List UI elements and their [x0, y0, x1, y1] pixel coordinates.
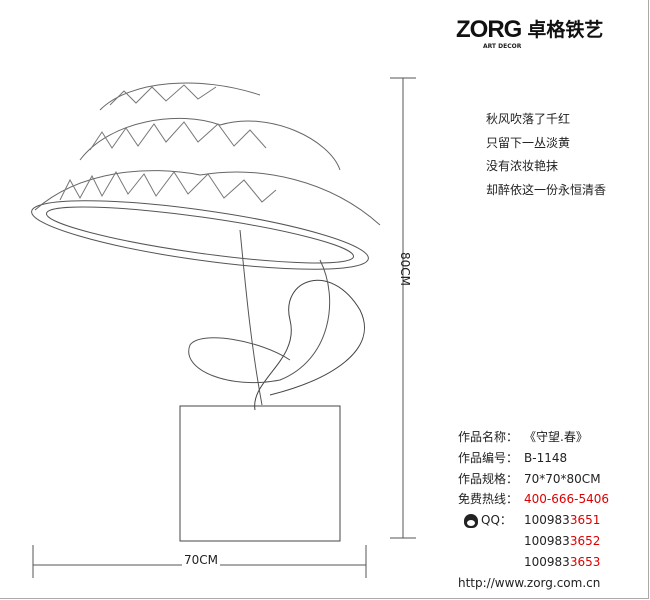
label: QQ：: [481, 513, 512, 528]
qq-row: 1009833653: [458, 552, 609, 573]
qq-penguin-icon: [464, 513, 478, 528]
width-dimension-label: 70CM: [182, 553, 221, 567]
qq-suffix: 3652: [569, 533, 601, 548]
qq-prefix: 100983: [524, 533, 570, 548]
product-code: B-1148: [524, 450, 568, 465]
qq-prefix: 100983: [524, 554, 570, 569]
qq-number[interactable]: 1009833651: [524, 510, 600, 531]
website-link[interactable]: http://www.zorg.com.cn: [458, 575, 601, 590]
logo-mark: ZORG ART DECOR: [456, 16, 522, 51]
qq-number[interactable]: 1009833653: [524, 552, 600, 573]
logo-chinese-name: 卓格铁艺: [527, 19, 604, 41]
label: 免费热线：: [458, 492, 519, 507]
poem-line: 却醉依这一份永恒清香: [486, 182, 607, 197]
poem-line: 只留下一丛淡黄: [486, 135, 571, 150]
logo-tagline: ART DECOR: [482, 43, 522, 50]
qq-row: 1009833652: [458, 531, 609, 552]
poem: 秋风吹落了千红 只留下一丛淡黄 没有浓妆艳抹 却醉依这一份永恒清香: [486, 108, 606, 202]
product-code-row: 作品编号： B-1148: [458, 448, 609, 469]
label: 作品规格：: [458, 471, 519, 486]
qq-suffix: 3651: [569, 513, 601, 528]
dimension-lines: [32, 77, 416, 578]
product-spec: 70*70*80CM: [524, 471, 601, 486]
hotline-row: 免费热线： 400-666-5406: [458, 489, 609, 510]
qq-prefix: 100983: [524, 513, 570, 528]
label: 作品名称：: [458, 430, 519, 444]
qq-row: QQ： 1009833651: [458, 510, 609, 531]
product-spec-row: 作品规格： 70*70*80CM: [458, 469, 609, 490]
logo-wordmark: ZORG: [456, 16, 522, 43]
qq-number[interactable]: 1009833652: [524, 531, 600, 552]
label: 作品编号：: [458, 450, 519, 465]
poem-line: 秋风吹落了千红: [486, 112, 571, 126]
product-name-row: 作品名称： 《守望.春》: [458, 427, 609, 448]
qq-suffix: 3653: [569, 554, 601, 569]
hotline-number[interactable]: 400-666-5406: [524, 492, 610, 507]
product-name: 《守望.春》: [524, 430, 588, 444]
product-info: 作品名称：《守望.春》 作品编号：B-1148 作品规格：70*70*80CM …: [458, 427, 609, 593]
height-dimension-label: 80CM: [398, 252, 412, 287]
brand-logo: ZORG ART DECOR 卓格铁艺: [456, 16, 604, 51]
poem-line: 没有浓妆艳抹: [486, 159, 559, 173]
